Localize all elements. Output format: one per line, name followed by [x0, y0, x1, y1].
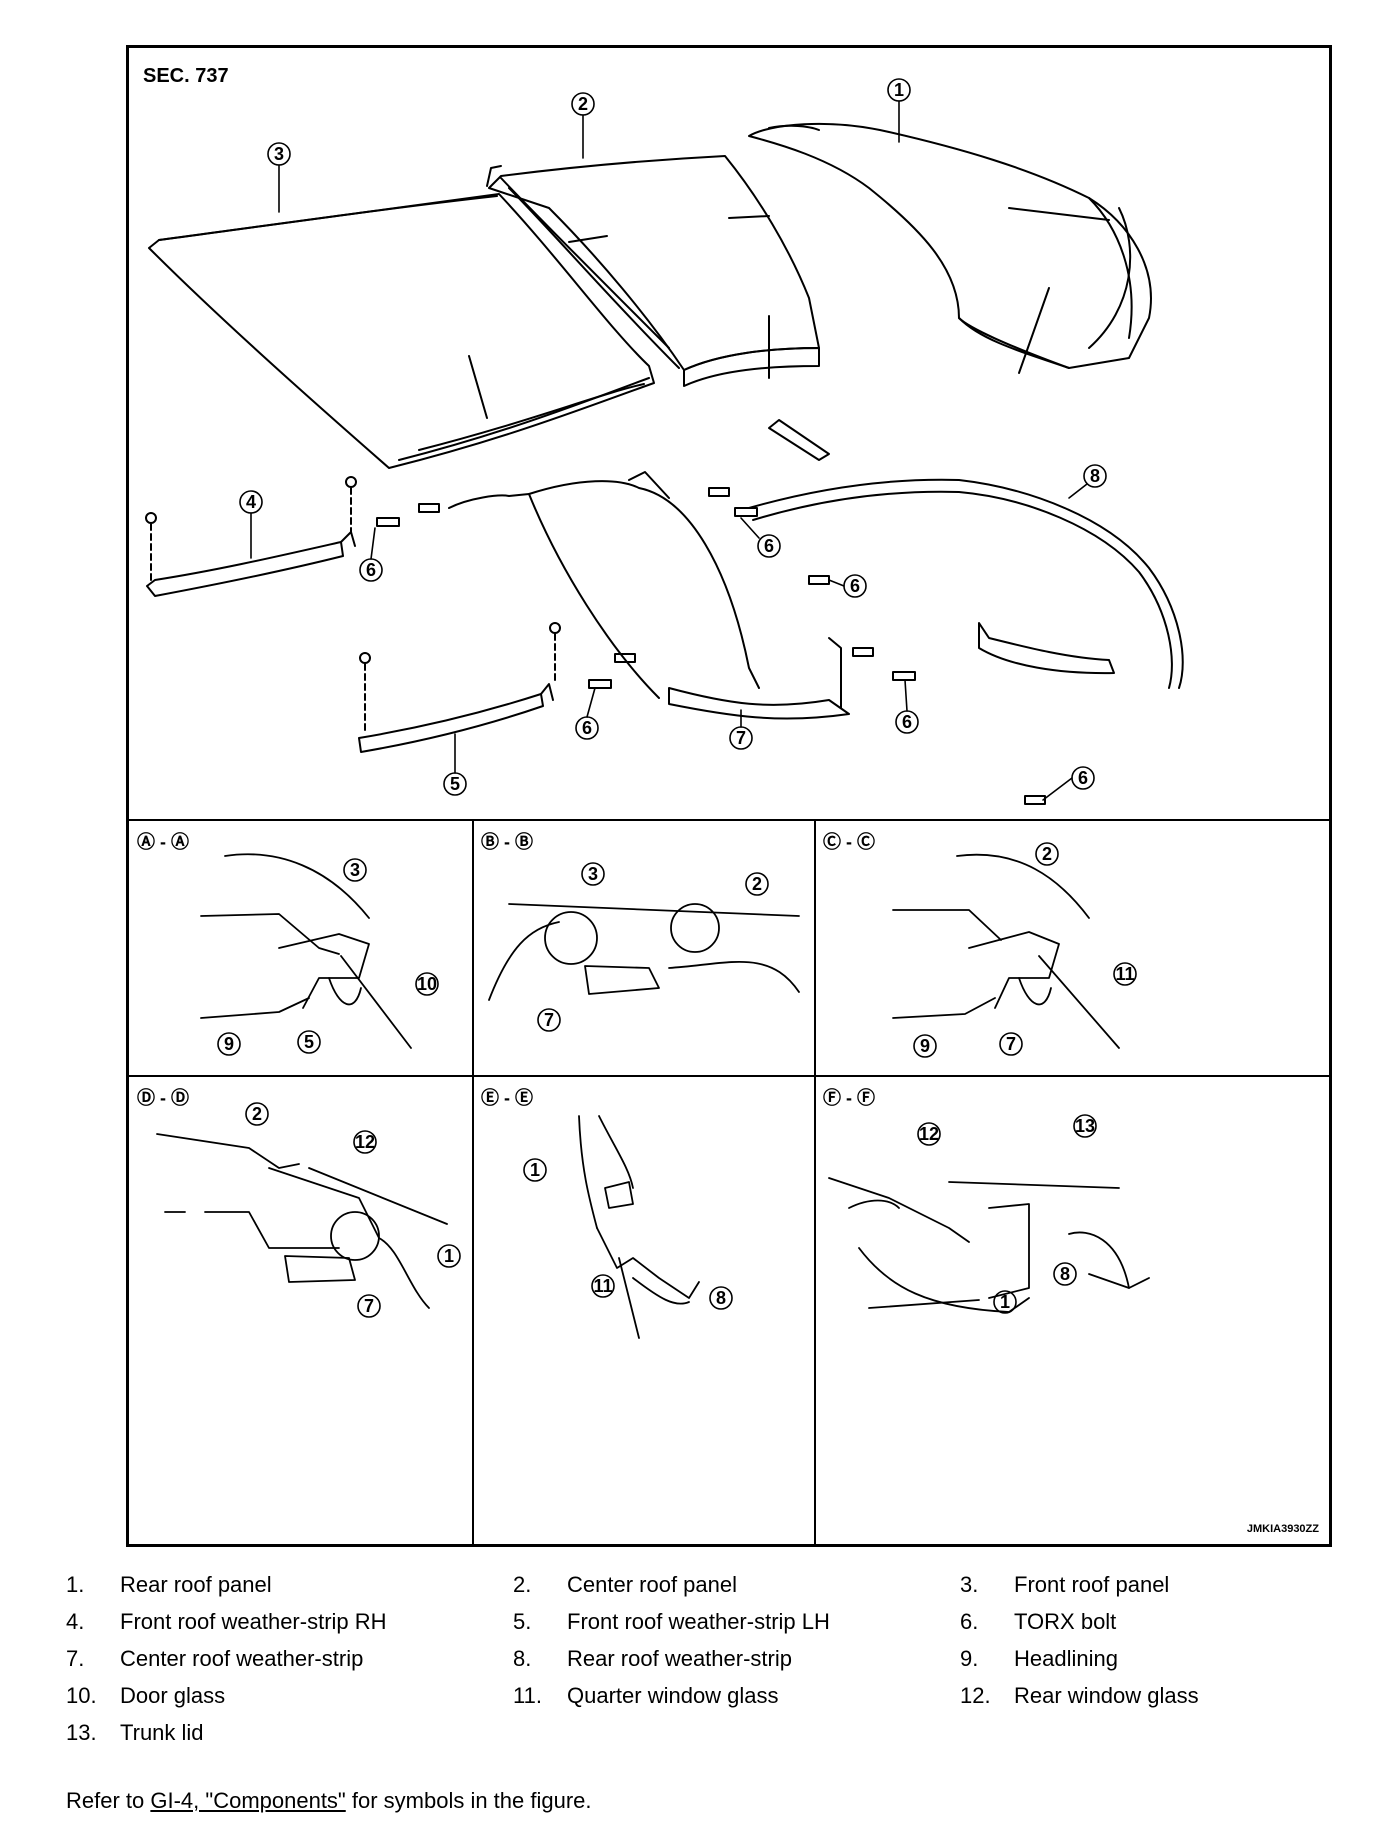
legend-text: Rear roof panel: [120, 1572, 272, 1597]
legend-text: Center roof weather-strip: [120, 1646, 364, 1671]
image-code: JMKIA3930ZZ: [1247, 1523, 1319, 1535]
sv-callout-a-10: 10: [417, 974, 437, 994]
section-view-e: [578, 1115, 700, 1339]
fasteners: [145, 476, 1046, 805]
section-view-b: [488, 903, 800, 1001]
callout-6-d: 6: [582, 718, 592, 738]
legend-text: Quarter window glass: [567, 1683, 779, 1708]
legend-num: 6.: [960, 1609, 979, 1634]
sv-callout-f-8: 8: [1060, 1264, 1070, 1284]
roof-exploded-diagram: SEC. 737: [129, 65, 1329, 1544]
sv-callout-a-5: 5: [304, 1032, 314, 1052]
section-view-d: [156, 1133, 448, 1309]
sv-callout-f-1: 1: [1000, 1292, 1010, 1312]
legend-num: 4.: [66, 1609, 85, 1634]
section-view-grid: [129, 819, 1329, 1544]
legend-num: 1.: [66, 1572, 85, 1597]
sv-callout-b-7: 7: [544, 1010, 554, 1030]
sv-callout-e-1: 1: [530, 1160, 540, 1180]
legend-text: Trunk lid: [120, 1720, 204, 1745]
legend-text: Rear roof weather-strip: [567, 1646, 792, 1671]
legend-text: Door glass: [120, 1683, 226, 1708]
legend-text: Headlining: [1014, 1646, 1118, 1671]
callout-5: 5: [450, 774, 460, 794]
callout-6-e: 6: [902, 712, 912, 732]
callout-6-c: 6: [850, 576, 860, 596]
callout-3: 3: [274, 144, 284, 164]
callout-6-b: 6: [764, 536, 774, 556]
legend-text: Front roof weather-strip LH: [567, 1609, 830, 1634]
section-view-c: [892, 853, 1120, 1049]
section-view-label-e: Ⓔ - Ⓔ: [481, 1087, 533, 1108]
legend-num: 7.: [66, 1646, 85, 1671]
components-reference-link[interactable]: GI-4, "Components": [150, 1788, 346, 1813]
sv-callout-b-3: 3: [588, 864, 598, 884]
callout-8: 8: [1090, 466, 1100, 486]
legend-num: 10.: [66, 1683, 97, 1708]
callout-6-a: 6: [366, 560, 376, 580]
legend-num: 13.: [66, 1720, 97, 1745]
legend-num: 8.: [513, 1646, 532, 1671]
legend-text: TORX bolt: [1014, 1609, 1117, 1634]
section-cut-lines: [468, 207, 1110, 419]
legend-text: Front roof weather-strip RH: [120, 1609, 387, 1634]
sv-callout-d-2: 2: [252, 1104, 262, 1124]
sv-callout-d-1: 1: [444, 1246, 454, 1266]
callout-1: 1: [894, 80, 904, 100]
sv-callout-d-12: 12: [355, 1132, 375, 1152]
legend-num: 9.: [960, 1646, 979, 1671]
legend-num: 12.: [960, 1683, 991, 1708]
sv-callout-d-7: 7: [364, 1296, 374, 1316]
sv-callout-a-3: 3: [350, 860, 360, 880]
callout-2: 2: [578, 94, 588, 114]
section-view-label-b: Ⓑ - Ⓑ: [481, 831, 533, 852]
reference-prefix: Refer to: [66, 1788, 151, 1813]
section-view-label-d: Ⓓ - Ⓓ: [137, 1087, 189, 1108]
section-number: SEC. 737: [143, 65, 229, 87]
sv-callout-a-9: 9: [224, 1034, 234, 1054]
legend-num: 11.: [513, 1683, 542, 1708]
center-roof-panel: [486, 155, 820, 387]
sv-callout-f-12: 12: [919, 1124, 939, 1144]
legend-text: Center roof panel: [567, 1572, 737, 1597]
sv-callout-f-13: 13: [1075, 1116, 1095, 1136]
reference-suffix: for symbols in the figure.: [345, 1788, 592, 1813]
sv-callout-c-7: 7: [1006, 1034, 1016, 1054]
callout-4: 4: [246, 492, 256, 512]
reference-note: Refer to GI-4, "Components" for symbols …: [66, 1788, 592, 1814]
section-callouts: 3 10 9 5 3 2 7 2 11 9 7 2 12 1 7 1 11 8 …: [217, 842, 1137, 1318]
weather-strip-frame: [146, 419, 1184, 753]
legend-text: Front roof panel: [1014, 1572, 1170, 1597]
legend-num: 3.: [960, 1572, 979, 1597]
sv-callout-e-11: 11: [593, 1276, 612, 1296]
section-view-label-a: Ⓐ - Ⓐ: [137, 831, 189, 852]
callout-7: 7: [736, 728, 746, 748]
sv-callout-c-2: 2: [1042, 844, 1052, 864]
section-view-label-f: Ⓕ - Ⓕ: [823, 1087, 875, 1108]
sv-callout-c-11: 11: [1115, 964, 1134, 984]
rear-roof-panel: [748, 122, 1152, 369]
section-view-label-c: Ⓒ - Ⓒ: [823, 831, 875, 852]
legend-num: 5.: [513, 1609, 532, 1634]
section-view-f: [828, 1177, 1150, 1313]
sv-callout-b-2: 2: [752, 874, 762, 894]
section-view-a: [200, 853, 412, 1049]
sv-callout-e-8: 8: [716, 1288, 726, 1308]
legend-num: 2.: [513, 1572, 532, 1597]
exploded-diagram-frame: SEC. 737: [126, 45, 1332, 1547]
legend-text: Rear window glass: [1014, 1683, 1199, 1708]
sv-callout-c-9: 9: [920, 1036, 930, 1056]
part-callouts: 3 2 1 4 6 6 6 8 6 6 7 5 6: [239, 78, 1107, 801]
front-roof-panel: [148, 193, 655, 469]
callout-6-f: 6: [1078, 768, 1088, 788]
